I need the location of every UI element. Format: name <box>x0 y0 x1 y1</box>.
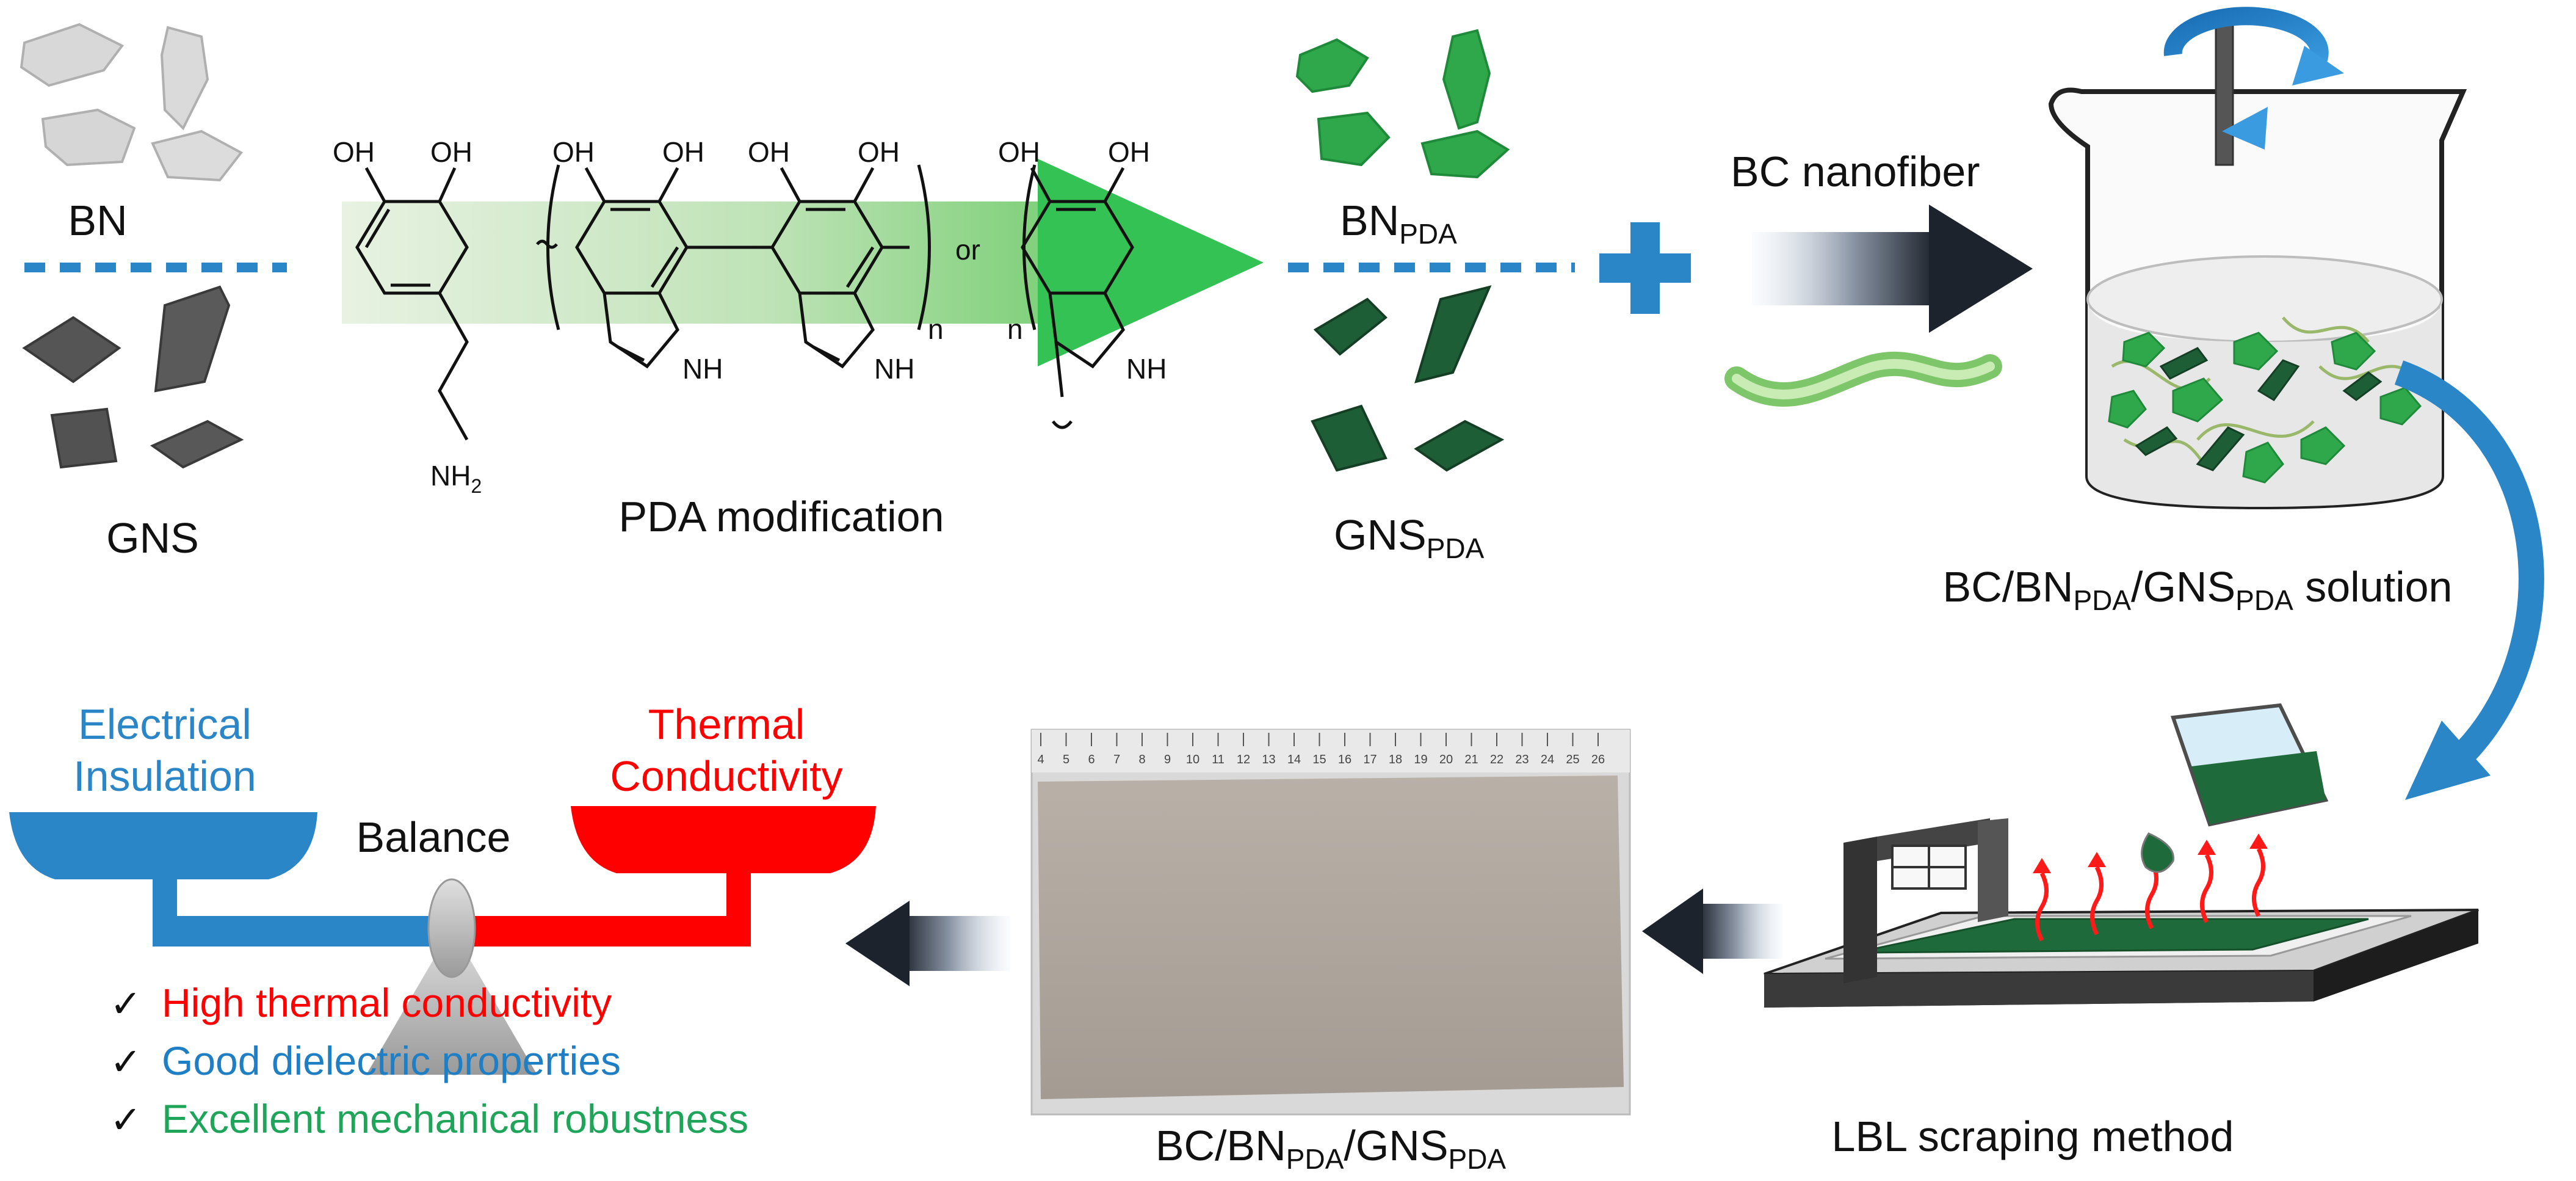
or-label: or <box>955 234 980 266</box>
property-item: High thermal conductivity <box>162 980 612 1025</box>
ruler-tick-label: 18 <box>1389 753 1402 766</box>
ruler-tick-label: 5 <box>1063 753 1069 766</box>
ruler-tick-label: 6 <box>1088 753 1094 766</box>
oh-label: OH <box>998 136 1040 168</box>
oh-label: OH <box>858 136 900 168</box>
ruler-tick-label: 9 <box>1164 753 1171 766</box>
ruler-tick-label: 21 <box>1464 753 1478 766</box>
oh-label: OH <box>1108 136 1150 168</box>
film-photo: 4 5 6 7 8 9 10 11 12 13 14 15 16 17 18 19 20 21 22 23 24 25 26 <box>1030 729 1631 1116</box>
nh-label: NH <box>874 353 914 385</box>
ruler-tick-label: 7 <box>1113 753 1120 766</box>
balance-label: Balance <box>356 813 511 861</box>
lbl-scraping-device <box>1764 703 2479 1008</box>
ruler-tick-label: 23 <box>1515 753 1529 766</box>
nh-label: NH <box>1126 353 1167 385</box>
lbl-method-label: LBL scraping method <box>1832 1113 2234 1160</box>
ruler-tick-label: 13 <box>1262 753 1275 766</box>
dopamine-molecule <box>355 167 469 441</box>
ruler-tick-label: 24 <box>1541 753 1554 766</box>
gns-label: GNS <box>106 514 199 562</box>
arrow-to-beaker <box>1752 205 2033 333</box>
bn-pda-flakes <box>1295 29 1510 179</box>
ruler-tick-label: 16 <box>1338 753 1351 766</box>
ruler-tick-label: 12 <box>1237 753 1250 766</box>
ruler-tick-label: 19 <box>1414 753 1427 766</box>
ruler-ticks: 4 5 6 7 8 9 10 11 12 13 14 15 16 17 18 19 20 21 22 23 24 25 26 <box>1037 733 1605 766</box>
oh-label: OH <box>662 136 704 168</box>
arrow-to-film <box>1642 888 1782 974</box>
nh2-label: NH2 <box>430 460 482 497</box>
ruler-tick-label: 11 <box>1212 753 1225 766</box>
ruler-tick-label: 25 <box>1566 753 1579 766</box>
gns-flakes <box>22 285 244 469</box>
repeat-n-label: n <box>1007 313 1023 345</box>
ruler-tick-label: 26 <box>1591 753 1605 766</box>
bn-flakes <box>20 23 244 182</box>
nh-label: NH <box>682 353 723 385</box>
beaker-icon <box>2048 7 2467 510</box>
bn-label: BN <box>68 197 127 244</box>
ruler-tick-label: 20 <box>1439 753 1453 766</box>
bn-pda-label: BNPDA <box>1340 197 1457 250</box>
oh-label: OH <box>333 136 375 168</box>
gns-pda-flakes <box>1311 285 1505 472</box>
properties-list: ✓ High thermal conductivity ✓ Good dielectr… <box>110 980 748 1142</box>
arrow-to-balance <box>845 901 1010 986</box>
plus-icon <box>1599 222 1691 314</box>
film-label: BC/BNPDA/GNSPDA <box>1156 1122 1507 1175</box>
property-item: Excellent mechanical robustness <box>162 1096 748 1141</box>
thermal-conductivity-label: Thermal <box>648 700 805 748</box>
balance-scale <box>9 806 876 1075</box>
ruler-tick-label: 10 <box>1186 753 1199 766</box>
check-icon: ✓ <box>110 1039 142 1084</box>
pda-modification-label: PDA modification <box>618 493 944 540</box>
ruler-tick-label: 8 <box>1138 753 1145 766</box>
check-icon: ✓ <box>110 1097 142 1142</box>
ruler-tick-label: 22 <box>1490 753 1503 766</box>
oh-label: OH <box>552 136 595 168</box>
pda-arrow-band <box>342 159 1264 366</box>
flow-arrow-curve <box>2394 360 2544 800</box>
check-icon: ✓ <box>110 981 142 1026</box>
oh-label: OH <box>430 136 472 168</box>
thermal-conductivity-label: Conductivity <box>610 752 842 800</box>
ruler-tick-label: 4 <box>1037 753 1044 766</box>
pda-repeat-unit <box>536 164 1134 429</box>
electrical-insulation-label: Insulation <box>73 752 256 800</box>
electrical-insulation-label: Electrical <box>78 700 251 748</box>
ruler-tick-label: 14 <box>1287 753 1301 766</box>
ruler-tick-label: 17 <box>1363 753 1377 766</box>
bc-nanofiber-label: BC nanofiber <box>1731 148 1980 195</box>
property-item: Good dielectric properties <box>162 1038 621 1083</box>
solution-label: BC/BNPDA/GNSPDA solution <box>1943 563 2453 616</box>
repeat-n-label: n <box>928 313 944 345</box>
oh-label: OH <box>748 136 790 168</box>
ruler-tick-label: 15 <box>1312 753 1326 766</box>
gns-pda-label: GNSPDA <box>1334 511 1485 564</box>
